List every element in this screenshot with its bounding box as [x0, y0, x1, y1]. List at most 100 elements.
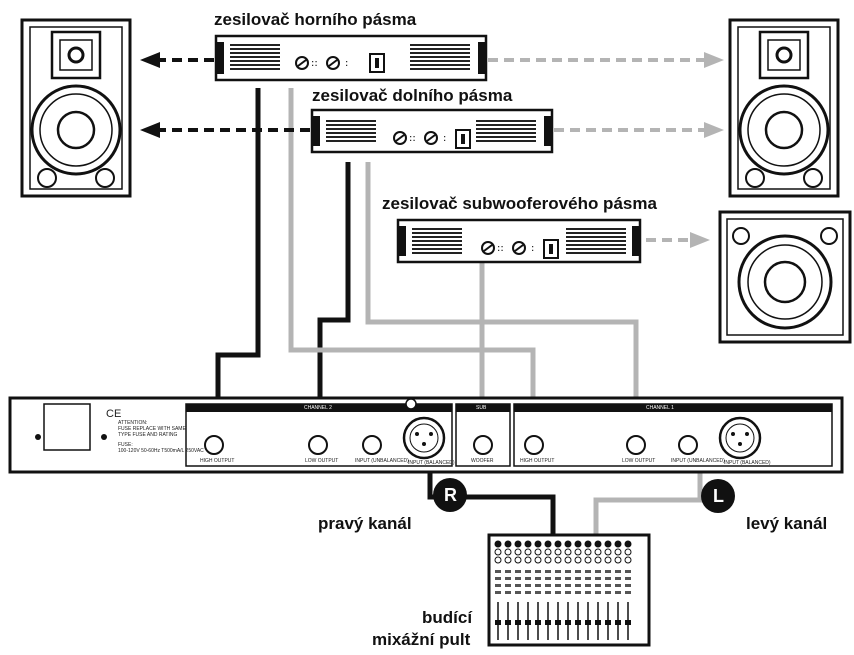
- ch2-unbalanced-label: INPUT (UNBALANCED): [355, 458, 409, 464]
- subwoofer-speaker: [718, 210, 852, 344]
- mixer-knob: [604, 540, 612, 548]
- mixer-fader-cap: [565, 620, 571, 625]
- mixer-button: [605, 577, 611, 580]
- mixer-button: [545, 570, 551, 573]
- mixer-knob: [584, 548, 592, 556]
- left-speaker: [20, 18, 132, 198]
- mixer-button: [555, 577, 561, 580]
- mixer-knob: [524, 548, 532, 556]
- mixer-knob: [584, 540, 592, 548]
- mixer-fader-cap: [535, 620, 541, 625]
- mixer-label-line1: budící: [422, 608, 473, 627]
- ch2-low-output-label: LOW OUTPUT: [305, 458, 339, 464]
- mixer-knob: [614, 540, 622, 548]
- mixer-fader-cap: [545, 620, 551, 625]
- mixer-knob: [544, 548, 552, 556]
- ch1-high-output-jack: [524, 435, 544, 455]
- mixer-button: [525, 577, 531, 580]
- mixer-button: [565, 570, 571, 573]
- mixer-button: [505, 570, 511, 573]
- ce-mark: CE: [106, 408, 122, 420]
- mixer-button: [535, 584, 541, 587]
- mixer-button: [605, 570, 611, 573]
- mixer-button: [555, 570, 561, 573]
- mixer-button: [525, 570, 531, 573]
- mixer-button: [555, 584, 561, 587]
- amp-output-arrows: [140, 52, 724, 248]
- mixer-knob: [564, 556, 572, 564]
- mixer-knob: [544, 556, 552, 564]
- badge-l: [701, 479, 735, 513]
- ch2-unbalanced-input-jack: [362, 435, 382, 455]
- mixer-button: [595, 570, 601, 573]
- mixer-knob: [544, 540, 552, 548]
- sub-header: SUB: [476, 405, 487, 411]
- fuse-text: 100-120V 50-60Hz T500mA/L 250VAC: [118, 448, 204, 454]
- mixer-button: [535, 570, 541, 573]
- mixer-knob: [594, 556, 602, 564]
- subwoofer-amplifier-label: zesilovač subwooferového pásma: [382, 194, 657, 213]
- mixer-button: [565, 577, 571, 580]
- ch2-high-output-label: HIGH OUTPUT: [200, 458, 235, 464]
- channel1-header: CHANNEL 1: [646, 405, 674, 411]
- arrow-right-high: [704, 52, 724, 68]
- mixer-button: [585, 584, 591, 587]
- badge-r-letter: R: [444, 485, 457, 505]
- attention-text-1: FUSE REPLACE WITH SAME: [118, 426, 186, 432]
- mixer-knob: [494, 548, 502, 556]
- mixer-knob: [564, 540, 572, 548]
- cable-right-input: [427, 472, 556, 535]
- mixer-button: [615, 584, 621, 587]
- cable-left-input: [593, 472, 703, 535]
- mixer-knob: [594, 548, 602, 556]
- mixer-knob: [624, 540, 632, 548]
- svg-text:::: ::: [409, 133, 416, 144]
- mixer-knob: [554, 540, 562, 548]
- mixer-fader-cap: [625, 620, 631, 625]
- cable-low-out-ch1: [365, 162, 639, 398]
- mixer-knob: [594, 540, 602, 548]
- mixer-button: [615, 570, 621, 573]
- mixer-knob: [504, 548, 512, 556]
- mixer-knob: [624, 548, 632, 556]
- black-cables: [215, 88, 556, 535]
- mixer-knob: [584, 556, 592, 564]
- mixer-button: [545, 584, 551, 587]
- left-channel-label: levý kanál: [746, 514, 828, 533]
- mixer-button: [495, 591, 501, 594]
- ch2-high-output-jack: [204, 435, 224, 455]
- mixer-knob: [624, 556, 632, 564]
- mixer-button: [495, 577, 501, 580]
- mixer-knob: [574, 540, 582, 548]
- crossover-back-panel: [8, 396, 844, 474]
- ch1-balanced-label: INPUT (BALANCED): [724, 460, 771, 466]
- mixer-knob: [534, 548, 542, 556]
- mixer-button: [565, 584, 571, 587]
- mixer-button: [525, 591, 531, 594]
- gray-cables: [288, 88, 703, 535]
- mixer-knob: [524, 540, 532, 548]
- mixer-knob: [534, 556, 542, 564]
- ch1-unbalanced-input-jack: [678, 435, 698, 455]
- mixer-button: [545, 591, 551, 594]
- mixer-knob: [604, 556, 612, 564]
- mixer-button: [515, 584, 521, 587]
- arrow-left-low: [140, 122, 160, 138]
- sub-woofer-label: WOOFER: [471, 458, 494, 464]
- low-band-amplifier: :: :: [310, 108, 554, 154]
- ch2-low-output-jack: [308, 435, 328, 455]
- mixer-button: [515, 577, 521, 580]
- attention-text-2: TYPE FUSE AND RATING: [118, 432, 178, 438]
- svg-text::: :: [345, 58, 348, 69]
- mixer-knob: [554, 556, 562, 564]
- mixer-button: [585, 591, 591, 594]
- mixer-fader-cap: [525, 620, 531, 625]
- mixer-knob: [534, 540, 542, 548]
- ch1-low-output-jack: [626, 435, 646, 455]
- svg-text:::: ::: [311, 58, 318, 69]
- subwoofer-band-amplifier: :: :: [396, 218, 642, 264]
- fuse-title: FUSE:: [118, 442, 133, 448]
- mixer-button: [565, 591, 571, 594]
- mixer-fader-cap: [515, 620, 521, 625]
- mixer-button: [535, 577, 541, 580]
